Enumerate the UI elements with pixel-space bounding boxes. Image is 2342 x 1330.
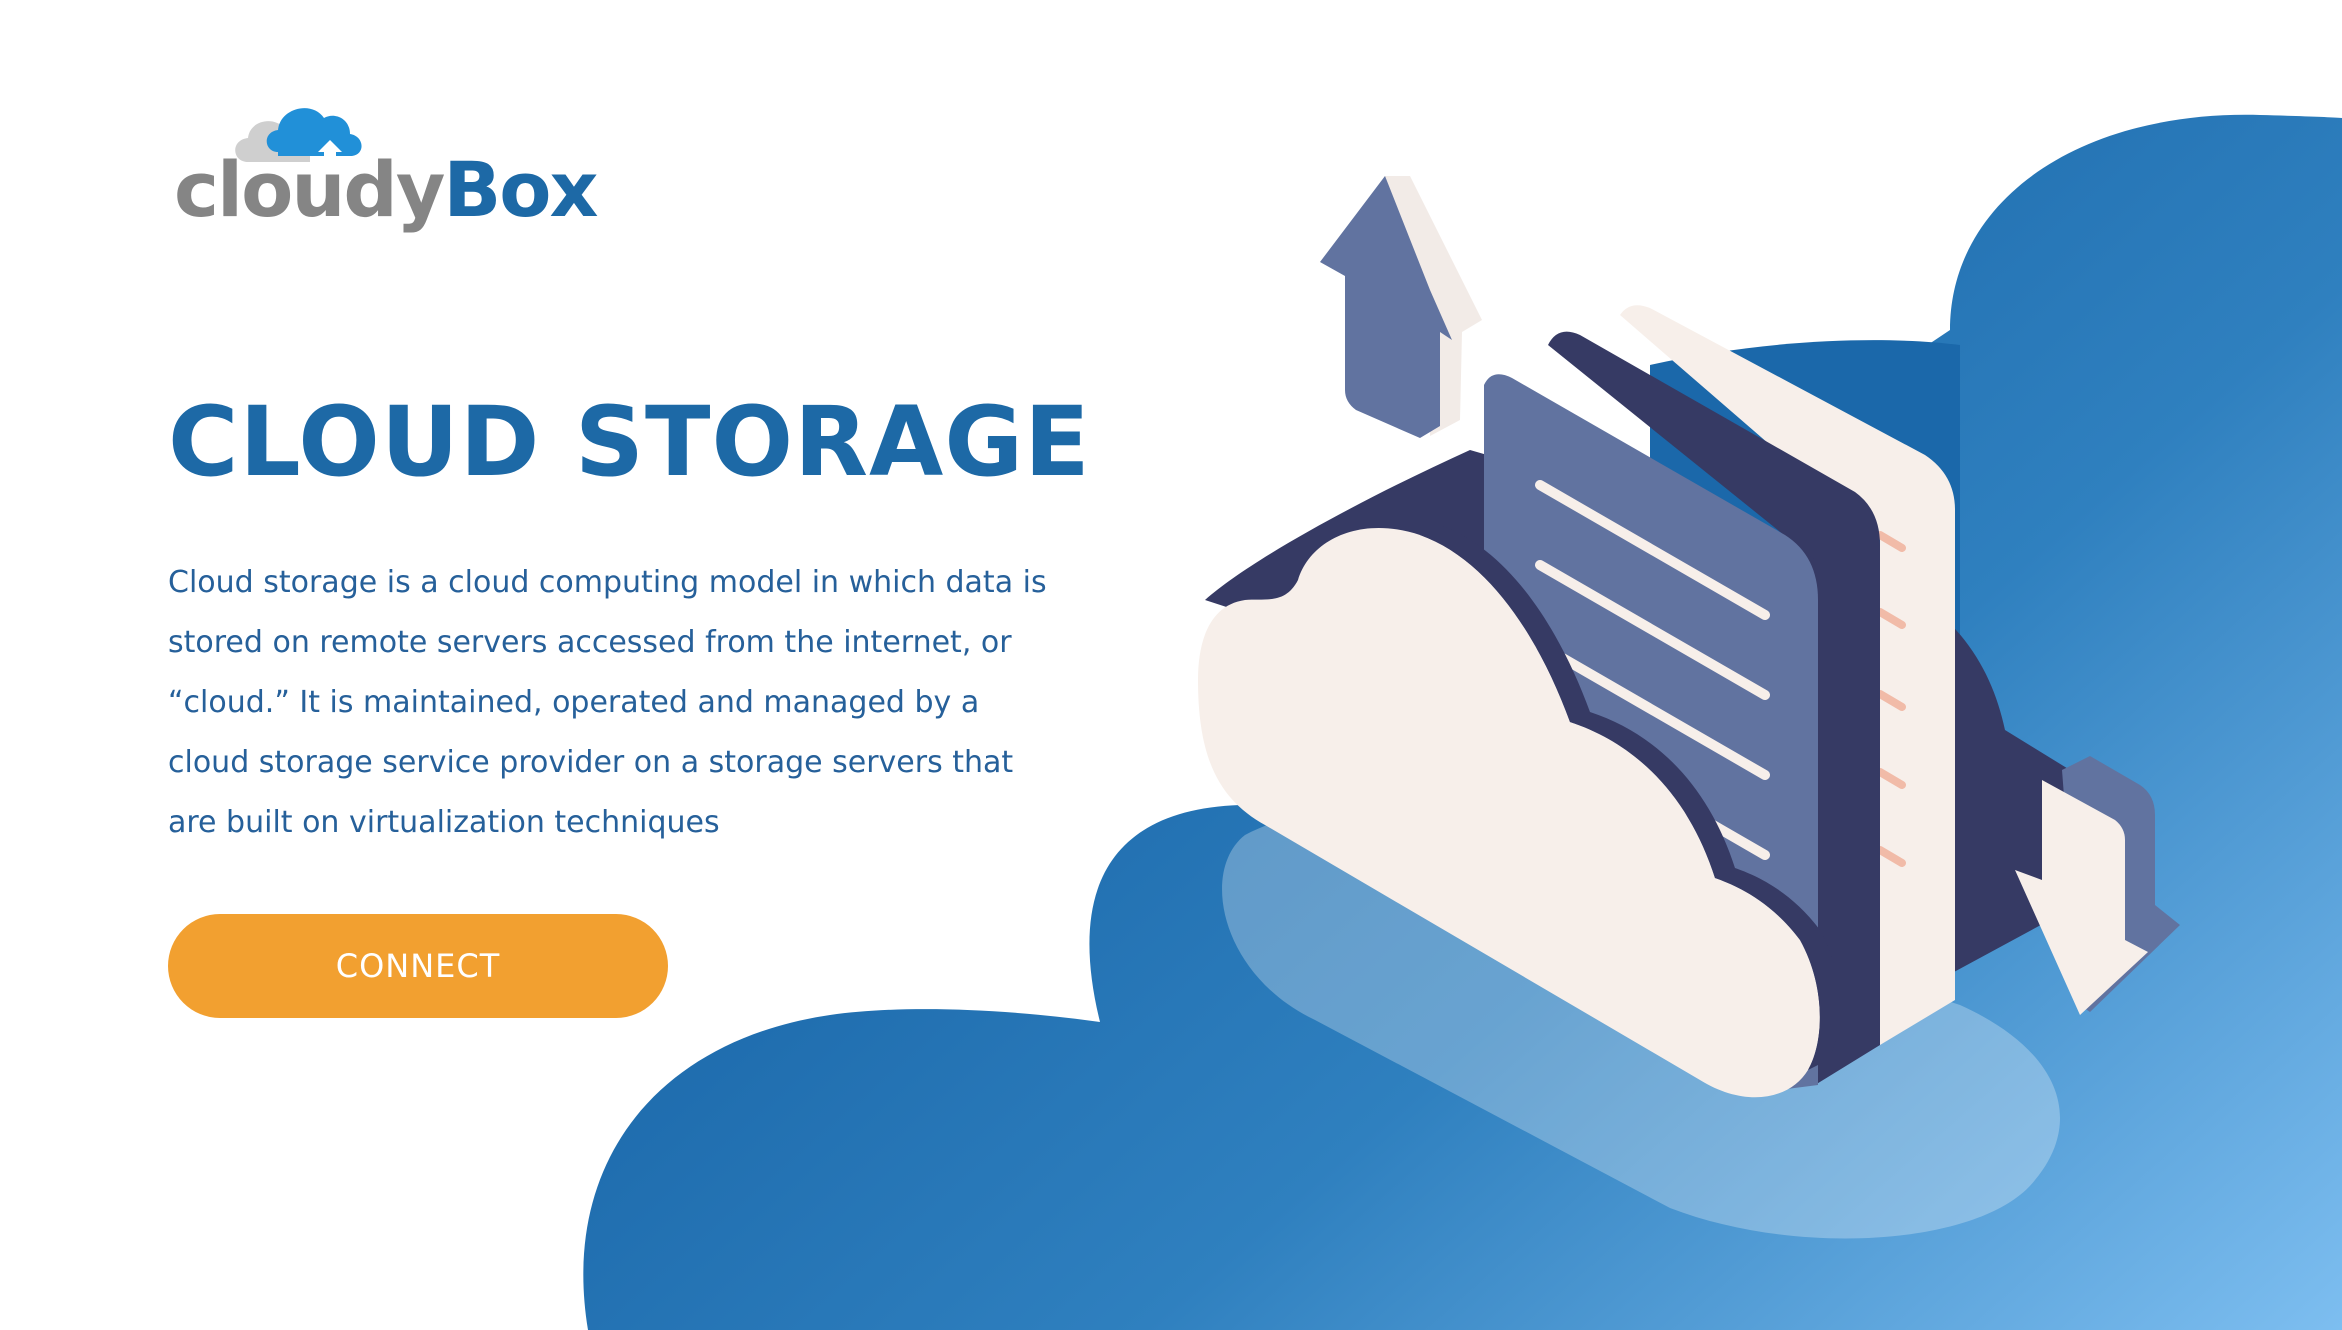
download-arrow-icon xyxy=(2015,756,2180,1015)
hero-description: Cloud storage is a cloud computing model… xyxy=(168,565,1047,840)
brand-name-box: Box xyxy=(443,145,598,234)
brand-logo[interactable]: cloudyBox xyxy=(170,92,599,242)
brand-wordmark: cloudyBox xyxy=(174,152,599,228)
page-title: CLOUD STORAGE xyxy=(168,386,1091,498)
device-panel-navy xyxy=(1548,331,1880,1086)
connect-button[interactable]: CONNECT xyxy=(168,914,668,1018)
device-panel-ticks xyxy=(1876,531,1906,867)
cloud-front xyxy=(1198,527,1820,1098)
brand-name-cloudy: cloudy xyxy=(174,145,445,234)
device-panel-cream xyxy=(1620,305,1955,1045)
cloud-upload-icon xyxy=(235,108,362,164)
upload-arrow-icon xyxy=(1320,176,1482,438)
